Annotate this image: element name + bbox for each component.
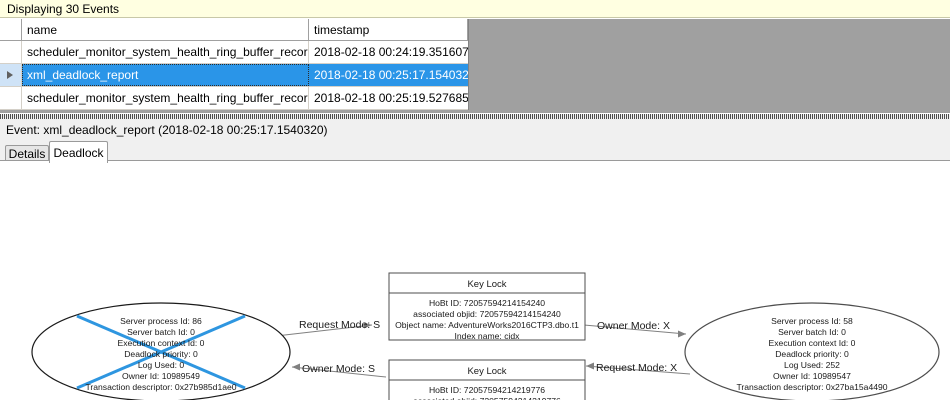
edge-owner-mode-s	[291, 363, 387, 378]
surviving-line-5: Owner Id: 10989547	[773, 371, 851, 381]
key-lock-bottom-title: Key Lock	[467, 366, 506, 377]
row-selector[interactable]	[0, 87, 22, 109]
tabstrip: Details Deadlock	[0, 141, 950, 163]
resource-body-box	[388, 292, 586, 341]
key-lock-bottom-line-0: HoBt ID: 72057594214219776	[429, 385, 545, 395]
grid-header-selector	[0, 19, 22, 40]
table-row-selected[interactable]: xml_deadlock_report 2018-02-18 00:25:17.…	[0, 64, 468, 87]
victim-line-3: Deadlock priority: 0	[124, 349, 198, 359]
surviving-process-node: Server process Id: 58 Server batch Id: 0…	[684, 302, 940, 400]
deadlock-graph[interactable]: Server process Id: 86 Server batch Id: 0…	[0, 161, 950, 400]
key-lock-top-line-1: associated objid: 72057594214154240	[413, 309, 561, 319]
cell-timestamp[interactable]: 2018-02-18 00:25:17.1540320	[309, 64, 468, 86]
row-selector[interactable]	[0, 64, 22, 86]
edge-label-owner-mode-x: Owner Mode: X	[597, 320, 670, 332]
grid-header-row: name timestamp	[0, 19, 468, 41]
event-detail-pane: Event: xml_deadlock_report (2018-02-18 0…	[0, 119, 950, 400]
edge-label-request-mode-x: Request Mode: X	[596, 362, 677, 374]
surviving-line-3: Deadlock priority: 0	[775, 349, 849, 359]
tab-deadlock[interactable]: Deadlock	[49, 141, 108, 163]
key-lock-top-line-2: Object name: AdventureWorks2016CTP3.dbo.…	[395, 320, 579, 330]
edge-request-mode-x	[585, 362, 691, 375]
victim-line-5: Owner Id: 10989549	[122, 371, 200, 381]
surviving-line-4: Log Used: 252	[784, 360, 840, 370]
edge-request-mode-s	[275, 322, 373, 337]
cell-timestamp[interactable]: 2018-02-18 00:25:19.5276859	[314, 91, 468, 105]
cell-name[interactable]: scheduler_monitor_system_health_ring_buf…	[22, 87, 309, 109]
victim-line-6: Transaction descriptor: 0x27b985d1ae0	[85, 382, 236, 392]
victim-line-1: Server batch Id: 0	[127, 327, 195, 337]
victim-line-0: Server process Id: 86	[120, 316, 202, 326]
victim-cross-stroke-2	[76, 314, 246, 390]
surviving-line-1: Server batch Id: 0	[778, 327, 846, 337]
row-selector[interactable]	[0, 41, 22, 63]
edge-owner-mode-x	[583, 324, 687, 338]
table-row[interactable]: scheduler_monitor_system_health_ring_buf…	[0, 41, 468, 64]
table-row[interactable]: scheduler_monitor_system_health_ring_buf…	[0, 87, 468, 110]
process-ellipse	[684, 302, 940, 400]
key-lock-bottom-line-1: associated objid: 72057594214219776	[413, 396, 561, 400]
events-grid[interactable]: name timestamp scheduler_monitor_system_…	[0, 19, 469, 110]
current-row-arrow-icon	[7, 71, 13, 79]
status-band-label: Displaying 30 Events	[7, 2, 120, 16]
edge-label-owner-mode-s: Owner Mode: S	[302, 363, 375, 375]
column-header-name[interactable]: name	[22, 19, 309, 40]
resource-body-box	[388, 379, 586, 400]
event-title: Event: xml_deadlock_report (2018-02-18 0…	[6, 123, 328, 137]
key-lock-bottom-node: Key Lock HoBt ID: 72057594214219776 asso…	[388, 359, 586, 400]
cell-name[interactable]: scheduler_monitor_system_health_ring_buf…	[22, 41, 309, 63]
tab-details[interactable]: Details	[5, 145, 49, 162]
cell-name[interactable]: xml_deadlock_report	[22, 64, 309, 86]
column-header-timestamp[interactable]: timestamp	[309, 19, 468, 40]
status-band: Displaying 30 Events	[0, 0, 950, 18]
events-grid-region: name timestamp scheduler_monitor_system_…	[0, 19, 950, 113]
key-lock-top-line-3: Index name: cidx	[455, 331, 521, 341]
surviving-line-6: Transaction descriptor: 0x27ba15a4490	[736, 382, 887, 392]
key-lock-top-node: Key Lock HoBt ID: 72057594214154240 asso…	[388, 272, 586, 341]
deadlock-tab-content: Server process Id: 86 Server batch Id: 0…	[0, 160, 950, 400]
edge-label-request-mode-s: Request Mode: S	[299, 319, 380, 331]
horizontal-splitter[interactable]	[0, 113, 950, 119]
surviving-line-2: Execution context Id: 0	[769, 338, 856, 348]
surviving-line-0: Server process Id: 58	[771, 316, 853, 326]
cell-timestamp[interactable]: 2018-02-18 00:24:19.3516078	[314, 45, 468, 59]
key-lock-top-title: Key Lock	[467, 279, 506, 290]
victim-line-2: Execution context Id: 0	[118, 338, 205, 348]
victim-line-4: Log Used: 0	[138, 360, 185, 370]
victim-process-node: Server process Id: 86 Server batch Id: 0…	[31, 302, 291, 400]
key-lock-top-line-0: HoBt ID: 72057594214154240	[429, 298, 545, 308]
